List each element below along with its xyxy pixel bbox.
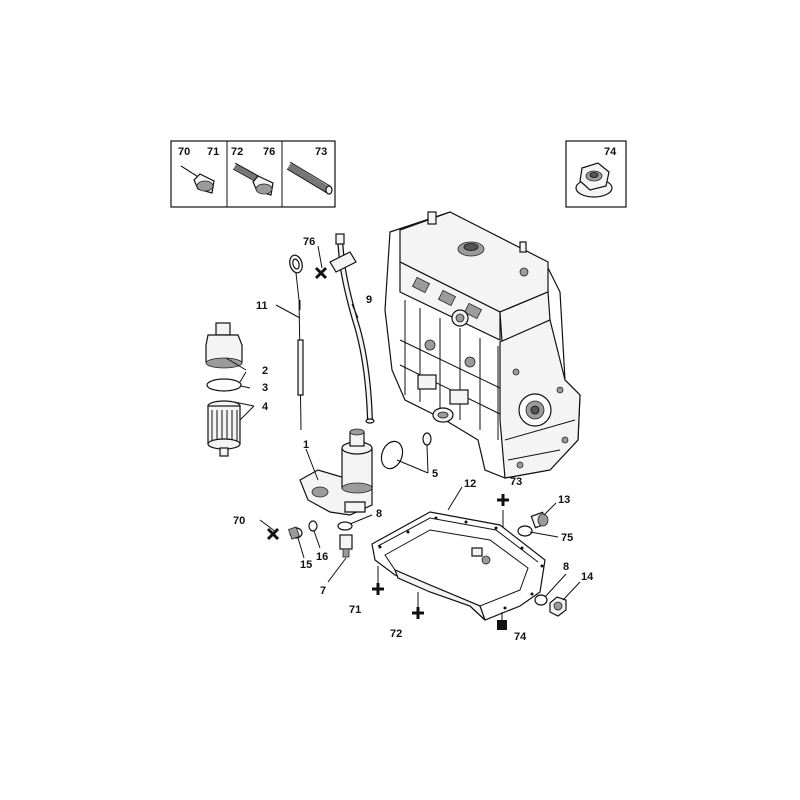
fastener-legend-box: 70 71 72 76 73: [170, 140, 336, 208]
nut-legend-box: 74: [565, 140, 627, 208]
label-4: 4: [262, 401, 269, 413]
leader-lines: [225, 245, 581, 624]
label-70: 70: [233, 515, 245, 527]
oil-pan: [371, 511, 546, 621]
label-8-right: 8: [563, 561, 569, 573]
label-11: 11: [256, 300, 268, 312]
label-74: 74: [514, 631, 527, 643]
label-5: 5: [432, 468, 438, 480]
label-72: 72: [390, 628, 402, 640]
label-73-top: 73: [315, 146, 327, 158]
cross-icon-76: [314, 266, 328, 280]
label-1: 1: [303, 439, 309, 451]
plus-icon-73: [497, 494, 509, 506]
label-15: 15: [300, 559, 312, 571]
label-71: 71: [349, 604, 361, 616]
label-70-top: 70: [178, 146, 190, 158]
label-72-top: 72: [231, 146, 243, 158]
label-74-top: 74: [604, 146, 617, 158]
oil-filter-cartridge-assembly: [205, 322, 243, 457]
label-8-left: 8: [376, 508, 382, 520]
stud-73-icon: [286, 161, 333, 195]
bolt-15-washer-16: [288, 520, 318, 540]
label-7: 7: [320, 585, 326, 597]
label-16: 16: [316, 551, 328, 563]
label-13: 13: [558, 494, 570, 506]
label-76: 76: [303, 236, 315, 248]
drain-plug-14-seal-8: [534, 594, 567, 617]
label-71-top: 71: [207, 146, 219, 158]
label-9: 9: [366, 294, 372, 306]
label-73: 73: [510, 476, 522, 488]
bolt-72-76-icon: [232, 162, 274, 196]
flange-nut-icon: [575, 162, 613, 198]
label-75: 75: [561, 532, 573, 544]
cross-icon-70: [266, 527, 280, 541]
label-2: 2: [262, 365, 268, 377]
label-3: 3: [262, 382, 268, 394]
sensor-13-seal-75: [517, 511, 549, 537]
square-icon-74: [497, 620, 507, 630]
bracket-gaskets: [380, 432, 432, 470]
dipstick-guide-tube: [329, 233, 375, 424]
bolt-70-71-icon: [180, 165, 215, 194]
label-76-top: 76: [263, 146, 275, 158]
plus-icon-72: [412, 607, 424, 619]
label-14: 14: [581, 571, 594, 583]
label-12: 12: [464, 478, 476, 490]
dipstick: [289, 254, 304, 431]
plus-icon-71: [372, 583, 384, 595]
engine-block: [384, 211, 581, 479]
oil-filter-bracket: [299, 428, 373, 558]
